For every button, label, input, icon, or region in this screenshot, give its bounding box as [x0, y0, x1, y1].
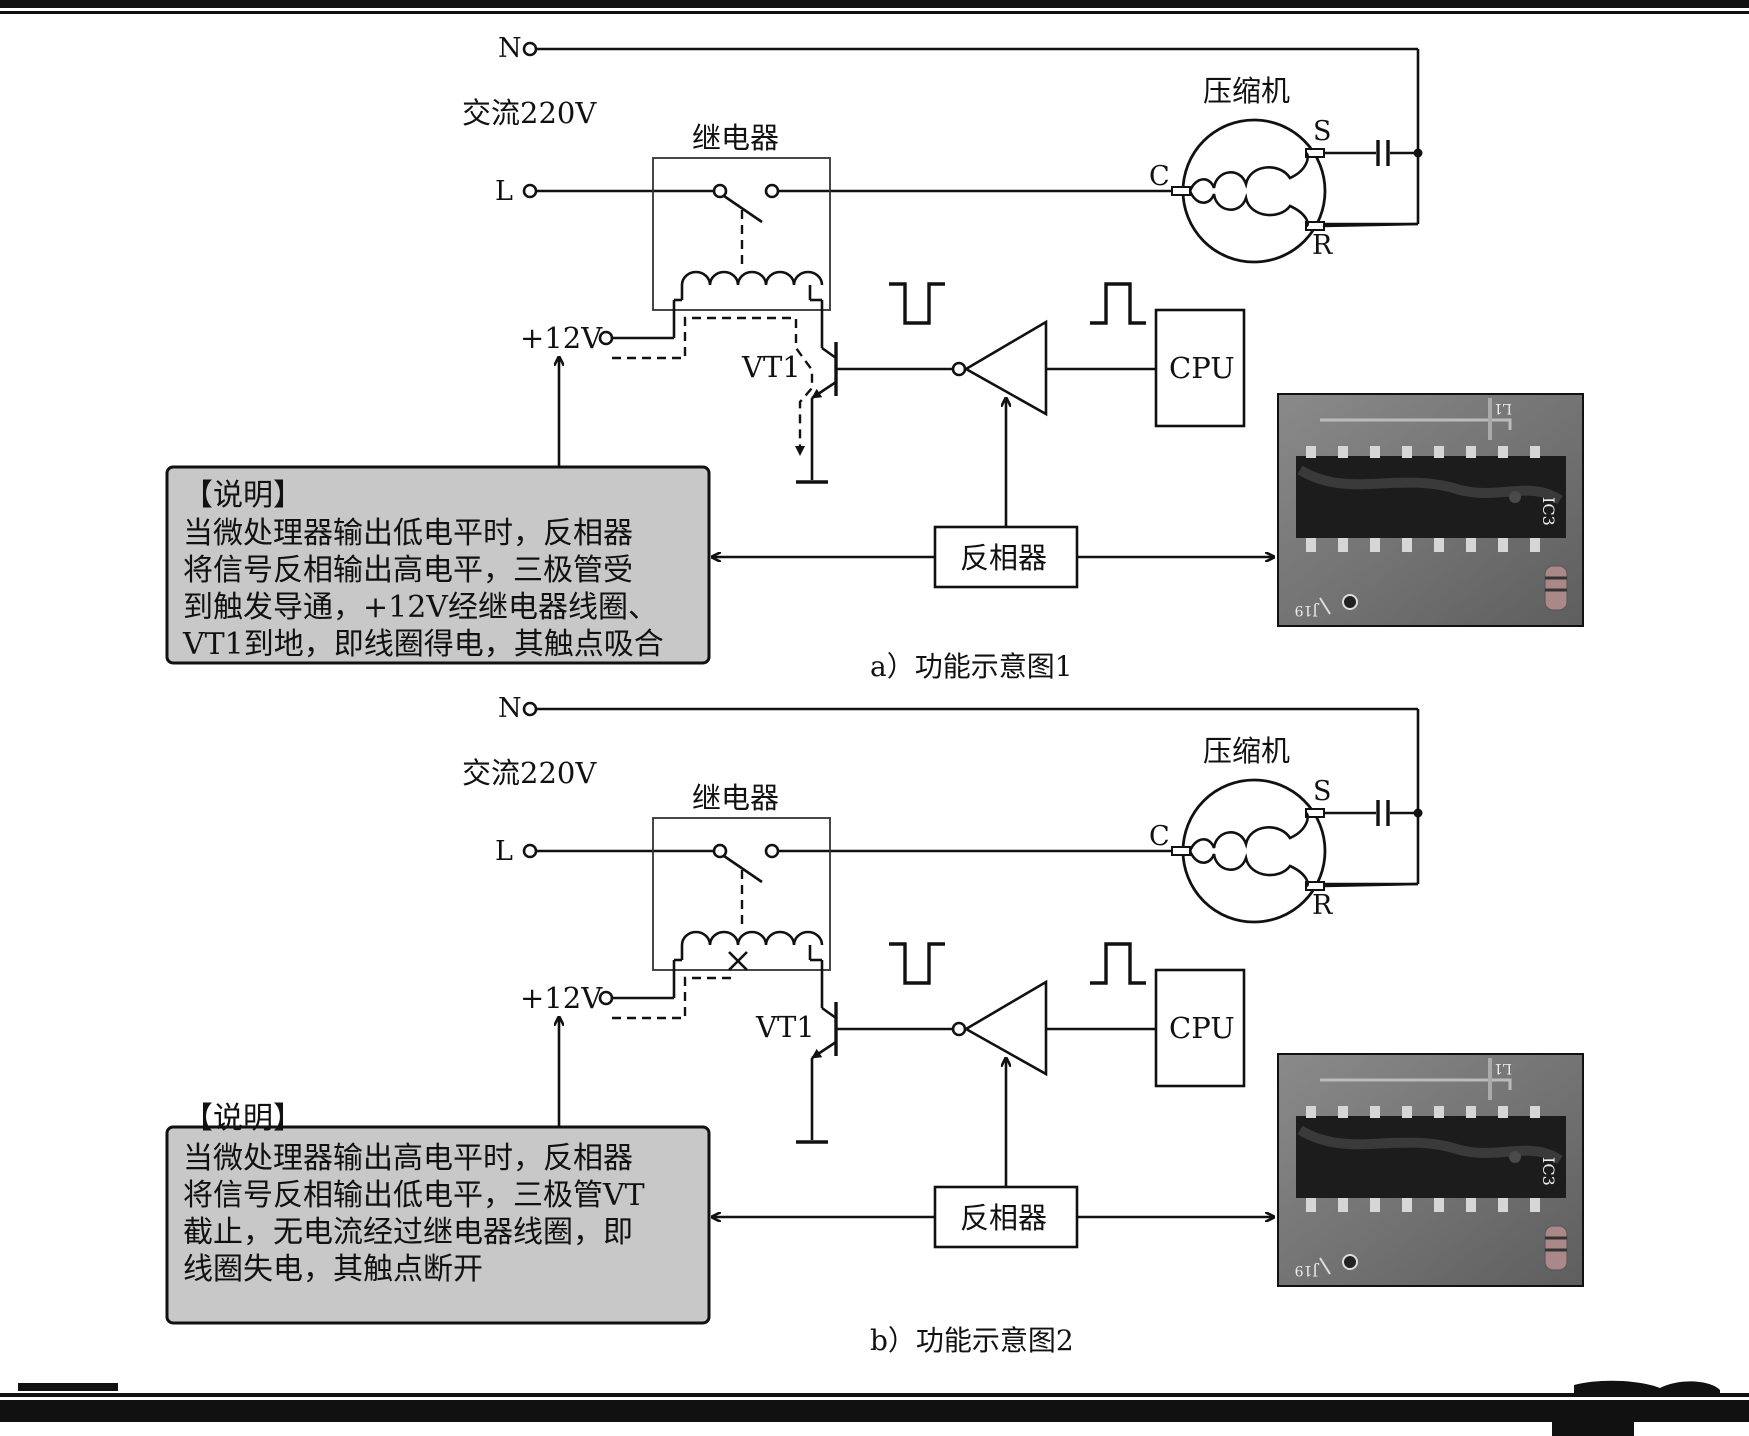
note-line-4: 线圈失电，其触点断开: [183, 1252, 483, 1287]
chip-label-side: IC3: [1539, 1157, 1558, 1186]
caption-b: b）功能示意图2: [870, 1324, 1074, 1357]
l-label: L: [495, 836, 513, 867]
note-title: 【说明】: [183, 1101, 303, 1136]
chip-label-bottom: J19: [1295, 602, 1320, 618]
note-line-3: 到触发导通，+12V经继电器线圈、: [183, 590, 658, 625]
note-title: 【说明】: [183, 478, 303, 513]
ac-label: 交流220V: [462, 96, 597, 130]
note-line-3: 截止，无电流经过继电器线圈，即: [183, 1215, 633, 1250]
c-label: C: [1149, 821, 1170, 852]
panel-b: N 交流220V 继电器 L +12V VT1 CPU 压缩机 C S R 反相…: [167, 693, 1583, 1357]
relay-label: 继电器: [692, 781, 779, 815]
inverter-label: 反相器: [960, 541, 1047, 575]
s-label: S: [1313, 116, 1332, 147]
note-line-4: VT1到地，即线圈得电，其触点吸合: [182, 627, 664, 662]
note-line-2: 将信号反相输出低电平，三极管VT: [183, 1178, 645, 1213]
r-label: R: [1312, 890, 1333, 921]
chip-label-side: IC3: [1539, 497, 1558, 526]
cross-mark-icon: [728, 951, 748, 971]
compressor-label: 压缩机: [1203, 734, 1290, 768]
note-line-1: 当微处理器输出高电平时，反相器: [183, 1141, 633, 1176]
caption-a: a）功能示意图1: [870, 650, 1073, 683]
vt1-label: VT1: [755, 1010, 815, 1044]
inverter-label: 反相器: [960, 1201, 1047, 1235]
cpu-label: CPU: [1169, 1011, 1235, 1045]
note-line-2: 将信号反相输出高电平，三极管受: [183, 553, 633, 588]
panel-a: N 交流220V 继电器 L +12V VT1 CPU 压缩机 C S R 反相…: [167, 33, 1583, 683]
l-label: L: [495, 176, 513, 207]
v12-label: +12V: [520, 321, 603, 355]
n-label: N: [498, 693, 522, 724]
ac-label: 交流220V: [462, 756, 597, 790]
cpu-label: CPU: [1169, 351, 1235, 385]
s-label: S: [1313, 776, 1332, 807]
chip-label-bottom: J19: [1295, 1262, 1320, 1278]
note-line-1: 当微处理器输出低电平时，反相器: [183, 516, 633, 551]
chip-label-top: L1: [1494, 1060, 1512, 1076]
chip-label-top: L1: [1494, 400, 1512, 416]
c-label: C: [1149, 161, 1170, 192]
compressor-label: 压缩机: [1203, 74, 1290, 108]
n-label: N: [498, 33, 522, 64]
vt1-label: VT1: [741, 350, 801, 384]
blocked-current-path: [612, 976, 735, 1020]
relay-label: 继电器: [692, 121, 779, 155]
v12-label: +12V: [520, 981, 603, 1015]
r-label: R: [1312, 230, 1333, 261]
